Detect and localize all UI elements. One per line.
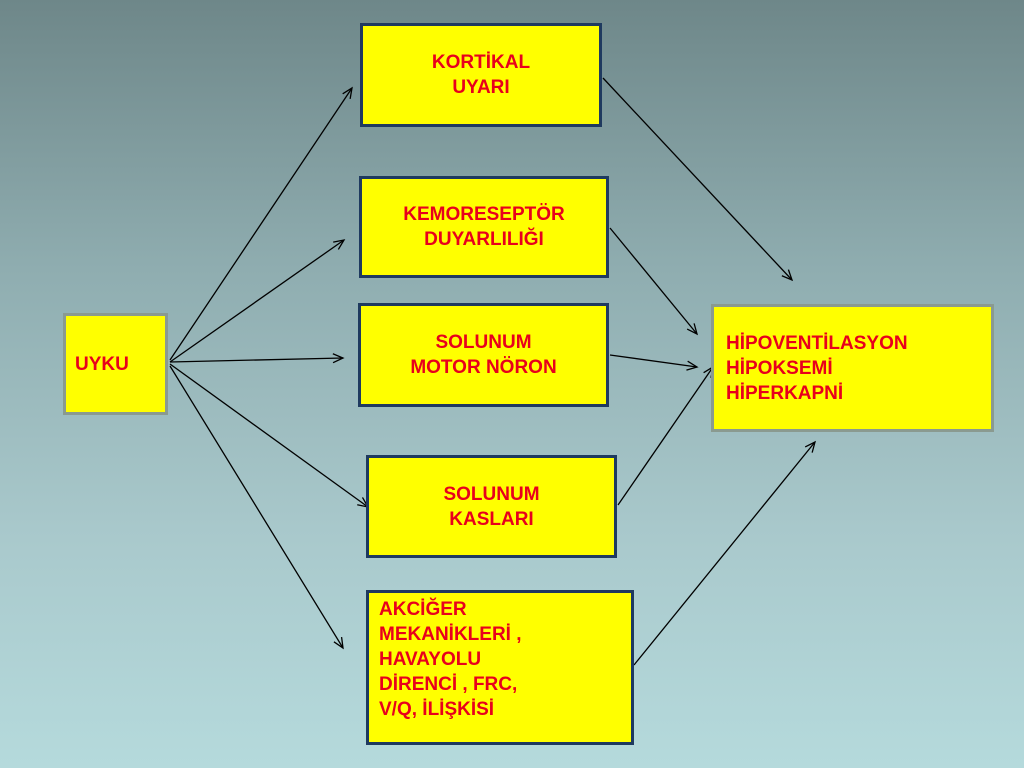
node-kaslar-line-2: KASLARI <box>449 508 534 530</box>
arrowhead <box>686 360 699 371</box>
arrowhead <box>333 239 346 250</box>
node-uyku-label: UYKU <box>75 353 129 375</box>
node-akciger-line-4: DİRENCİ , FRC, <box>379 674 518 695</box>
node-solunum-motor-noron: SOLUNUM MOTOR NÖRON <box>358 303 609 407</box>
arrowhead <box>333 637 344 650</box>
node-kortikal-line-1: KORTİKAL <box>431 52 531 73</box>
node-hipo-line-1: HİPOVENTİLASYON <box>726 332 908 354</box>
node-hipo-line-2: HİPOKSEMİ <box>726 357 833 379</box>
node-akciger-line-1: AKCİĞER <box>379 599 467 620</box>
node-motor-line-1: SOLUNUM <box>435 332 532 353</box>
arrowhead <box>781 269 794 282</box>
arrow-uyku-to-motor_noron <box>169 353 345 364</box>
node-uyku: UYKU <box>63 313 168 415</box>
arrow-uyku-to-kaslar <box>169 363 370 508</box>
node-akciger-line-2: MEKANİKLERİ , <box>379 624 522 645</box>
arrow-uyku-to-akciger <box>169 365 344 650</box>
arrow-kortikal-to-hipoventilasyon <box>602 77 794 282</box>
arrowhead <box>804 440 817 453</box>
arrowhead <box>342 86 353 99</box>
node-motor-line-2: MOTOR NÖRON <box>410 357 557 378</box>
arrow-kaslar-to-hipoventilasyon <box>617 365 714 506</box>
arrow-uyku-to-kortikal <box>169 86 353 361</box>
arrow-uyku-to-kemoreseptor <box>169 239 346 363</box>
node-kemo-line-2: DUYARLILIĞI <box>424 229 544 250</box>
node-kemoreseptor-duyarliligi: KEMORESEPTÖR DUYARLILIĞI <box>359 176 609 278</box>
node-kortikal-line-2: UYARI <box>452 77 510 98</box>
node-akciger-line-3: HAVAYOLU <box>379 649 482 670</box>
node-kaslar-line-1: SOLUNUM <box>443 483 540 505</box>
node-akciger-mekanikleri: AKCİĞER MEKANİKLERİ , HAVAYOLU DİRENCİ ,… <box>366 590 634 745</box>
arrow-kemoreseptor-to-hipoventilasyon <box>609 227 699 336</box>
node-hipo-line-3: HİPERKAPNİ <box>726 382 844 404</box>
arrow-akciger-to-hipoventilasyon <box>633 440 817 666</box>
arrowhead <box>332 353 345 364</box>
node-hipoventilasyon: HİPOVENTİLASYON HİPOKSEMİ HİPERKAPNİ <box>711 304 994 432</box>
node-solunum-kaslari: SOLUNUM KASLARI <box>366 455 617 558</box>
node-akciger-line-5: V/Q, İLİŞKİSİ <box>379 699 495 720</box>
node-kortikal-uyari: KORTİKAL UYARI <box>360 23 602 127</box>
node-kemo-line-1: KEMORESEPTÖR <box>403 204 565 225</box>
arrowhead <box>686 323 699 336</box>
arrow-motor_noron-to-hipoventilasyon <box>609 354 699 371</box>
